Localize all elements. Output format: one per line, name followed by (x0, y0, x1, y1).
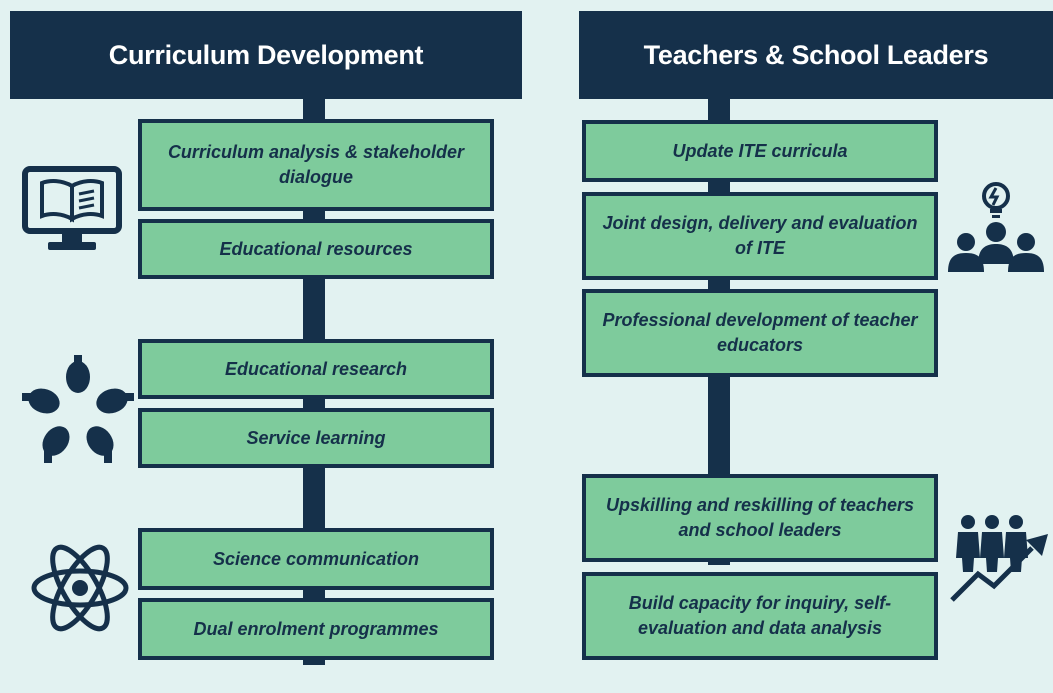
atom-icon (31, 544, 129, 632)
curriculum-development-header: Curriculum Development (10, 11, 522, 99)
people-growth-icon (950, 515, 1048, 602)
curriculum-analysis-box: Curriculum analysis & stakeholder dialog… (138, 119, 494, 211)
monitor-book-icon (22, 166, 122, 250)
dual-enrolment-box: Dual enrolment programmes (138, 598, 494, 660)
upskilling-box: Upskilling and reskilling of teachers an… (582, 474, 938, 562)
team-idea-icon (948, 182, 1044, 272)
build-capacity-box: Build capacity for inquiry, self-evaluat… (582, 572, 938, 660)
educational-resources-box: Educational resources (138, 219, 494, 279)
joint-design-box: Joint design, delivery and evaluation of… (582, 192, 938, 280)
teachers-school-leaders-header: Teachers & School Leaders (579, 11, 1053, 99)
update-ite-box: Update ITE curricula (582, 120, 938, 182)
educational-research-box: Educational research (138, 339, 494, 399)
hands-circle-icon (22, 355, 134, 463)
science-communication-box: Science communication (138, 528, 494, 590)
service-learning-box: Service learning (138, 408, 494, 468)
professional-development-box: Professional development of teacher educ… (582, 289, 938, 377)
